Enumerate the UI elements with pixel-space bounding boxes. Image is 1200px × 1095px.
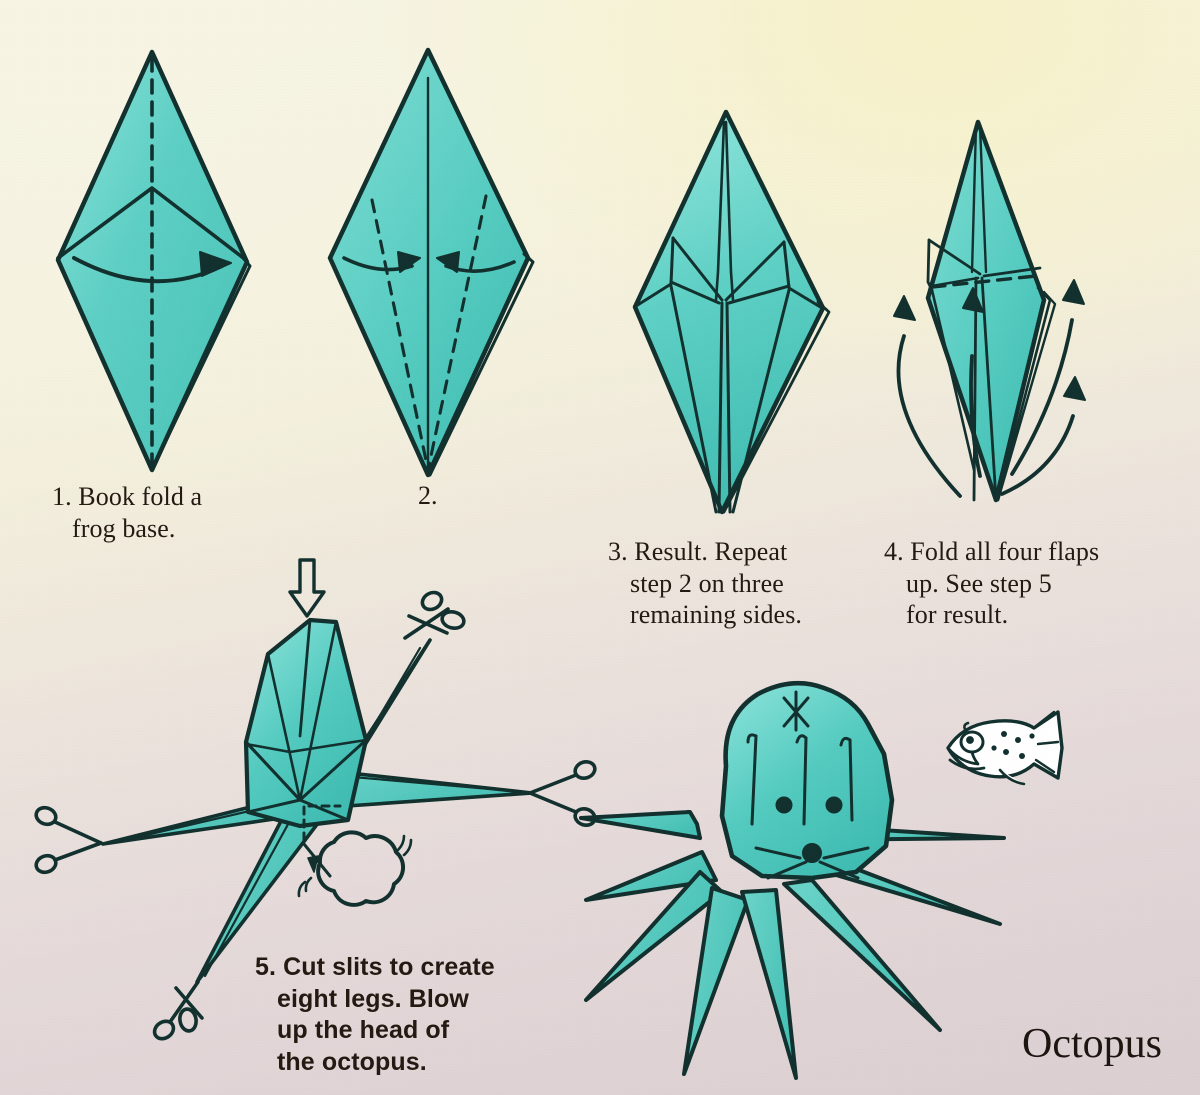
petal-fold-result-diagram (632, 109, 831, 515)
scissors-icon (152, 980, 204, 1041)
decorative-fish-figure (946, 710, 1064, 786)
octopus-eye-right (825, 796, 843, 814)
blow-puff-icon (297, 830, 413, 907)
scissors-icon (34, 805, 103, 875)
petal-fold-diagram (327, 47, 535, 478)
model-title: Octopus (1022, 1021, 1162, 1067)
fold-flaps-up-diagram (893, 119, 1086, 503)
two-dashed-fold-lines (370, 198, 430, 472)
step-4-caption: 4. Fold all four flaps up. See step 5 fo… (884, 537, 1100, 630)
cut-slits-and-blow-diagram (34, 558, 597, 1041)
octopus-mouth (802, 843, 822, 863)
dashed-cut-guide (302, 804, 342, 842)
finished-octopus-figure (579, 680, 1006, 1080)
push-down-arrow-icon (288, 558, 326, 618)
scissors-icon (403, 590, 466, 640)
scissors-icon (528, 759, 597, 828)
step-2-caption: 2. (418, 481, 438, 510)
four-curved-up-arrows (893, 279, 1086, 498)
step-1-caption: 1. Book fold a frog base. (52, 482, 203, 543)
step-5-caption: 5. Cut slits to create eight legs. Blow … (255, 953, 495, 1076)
step-3-caption: 3. Result. Repeat step 2 on three remain… (608, 537, 803, 630)
frog-base-diagram (55, 49, 252, 473)
octopus-eye-left (775, 796, 793, 814)
dashed-horizontal-fold-line (930, 274, 1038, 289)
